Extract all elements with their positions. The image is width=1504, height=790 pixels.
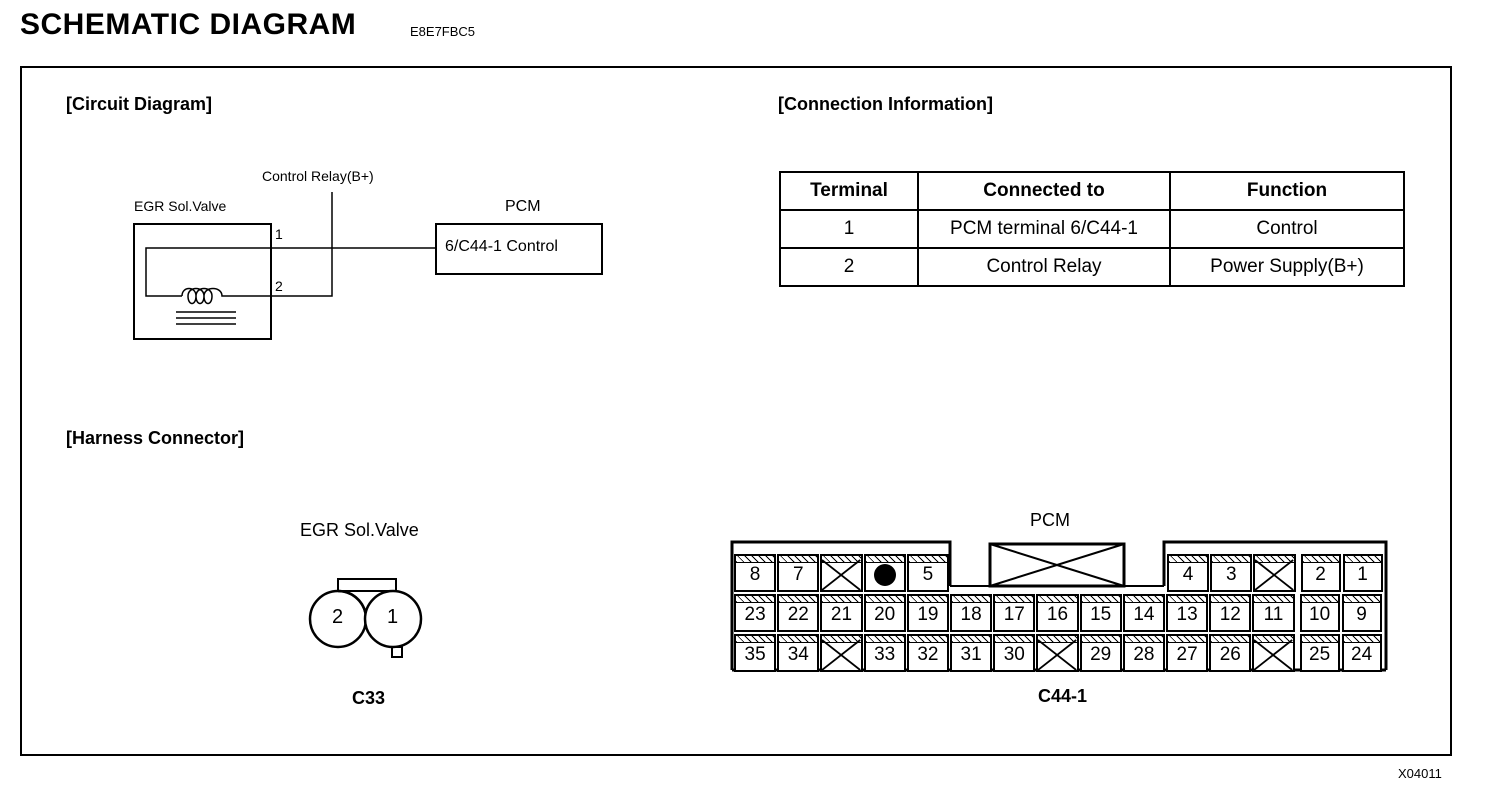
pcm-pin-cell: 25	[1299, 634, 1340, 672]
pcm-pin-cell: 13	[1166, 594, 1209, 632]
pin2-label: 2	[275, 278, 283, 294]
pcm-pin-cell: 26	[1209, 634, 1252, 672]
circuit-diagram	[133, 192, 603, 340]
connection-table: Terminal Connected to Function 1 PCM ter…	[779, 171, 1405, 287]
pcm-pin-cell: 35	[734, 634, 777, 672]
header-connected-to: Connected to	[917, 171, 1171, 211]
solenoid-coil-icon	[181, 287, 238, 305]
egr-internal-wire	[145, 247, 272, 297]
pcm-label: PCM	[505, 198, 541, 215]
egr-pin-1: 1	[387, 606, 399, 628]
pcm-box	[435, 223, 603, 275]
pcm-pin-cell: 7	[777, 554, 820, 592]
table-row: 1 PCM terminal 6/C44-1 Control	[779, 209, 1405, 249]
pcm-pin-unused	[820, 554, 863, 592]
pcm-pin-cell: 9	[1341, 594, 1382, 632]
pcm-pin-unused	[1253, 554, 1296, 592]
pcm-connector-id: C44-1	[1038, 686, 1088, 706]
cell-terminal: 1	[779, 209, 919, 249]
table-row: 2 Control Relay Power Supply(B+)	[779, 247, 1405, 287]
pcm-pin-cell: 3	[1210, 554, 1253, 592]
header-terminal: Terminal	[779, 171, 919, 211]
pcm-connector-label: PCM	[1030, 510, 1070, 530]
figure-code: X04011	[1398, 766, 1442, 781]
pcm-pin-cell: 23	[734, 594, 777, 632]
document-code: E8E7FBC5	[410, 24, 476, 39]
pcm-pin-cell: 34	[777, 634, 820, 672]
egr-connector-id: C33	[352, 688, 386, 708]
pcm-pin-cell: 32	[906, 634, 949, 672]
pcm-pin-cell: 15	[1079, 594, 1122, 632]
pcm-pin-cell: 31	[950, 634, 993, 672]
pcm-pin-cell: 17	[993, 594, 1036, 632]
pcm-pin-used-dot-icon	[863, 554, 906, 592]
table-header-row: Terminal Connected to Function	[779, 171, 1405, 211]
pcm-pin-cell: 28	[1122, 634, 1165, 672]
pcm-pin-cell: 29	[1079, 634, 1122, 672]
pcm-pin-cell: 20	[863, 594, 906, 632]
page-title: SCHEMATIC DIAGRAM	[20, 8, 357, 41]
egr-connector-icon	[308, 578, 423, 658]
pcm-pin-cell: 19	[906, 594, 949, 632]
cell-connected-to: PCM terminal 6/C44-1	[917, 209, 1171, 249]
pcm-pin-unused	[1252, 634, 1295, 672]
control-relay-label: Control Relay(B+)	[262, 168, 374, 184]
pcm-pin-cell: 5	[906, 554, 949, 592]
header-function: Function	[1169, 171, 1405, 211]
pcm-pin-cell: 1	[1342, 554, 1383, 592]
pcm-pin-cell: 30	[993, 634, 1036, 672]
pcm-pin-cell: 2	[1300, 554, 1341, 592]
pcm-pin-cell: 12	[1209, 594, 1252, 632]
pcm-pin-cell: 16	[1036, 594, 1079, 632]
pcm-pin-cell: 33	[863, 634, 906, 672]
pcm-pin-cell: 24	[1341, 634, 1382, 672]
pcm-pin-unused	[1036, 634, 1079, 672]
pcm-pin-cell: 10	[1299, 594, 1340, 632]
wire-pin2-to-relay	[272, 192, 333, 297]
pcm-pin-cell: 4	[1167, 554, 1210, 592]
cell-function: Control	[1169, 209, 1405, 249]
egr-valve-box	[133, 223, 272, 340]
cell-terminal: 2	[779, 247, 919, 287]
circuit-diagram-title: [Circuit Diagram]	[66, 94, 213, 114]
pcm-pin-cell: 8	[734, 554, 777, 592]
cell-connected-to: Control Relay	[917, 247, 1171, 287]
pcm-pin-cell: 11	[1252, 594, 1295, 632]
pcm-control-label: 6/C44-1 Control	[445, 238, 558, 255]
pcm-pin-cell: 14	[1122, 594, 1165, 632]
pcm-pin-unused	[820, 634, 863, 672]
pcm-pin-cell: 18	[950, 594, 993, 632]
harness-connector-title: [Harness Connector]	[66, 428, 245, 448]
diagram-frame: [Circuit Diagram] EGR Sol.Valve Control …	[20, 66, 1452, 756]
cell-function: Power Supply(B+)	[1169, 247, 1405, 287]
egr-pin-2: 2	[332, 606, 344, 628]
pcm-pin-cell: 21	[820, 594, 863, 632]
egr-valve-label: EGR Sol.Valve	[134, 198, 227, 214]
pcm-pin-cell: 27	[1166, 634, 1209, 672]
connection-info-title: [Connection Information]	[778, 94, 993, 114]
pin1-label: 1	[275, 226, 283, 242]
egr-connector-label: EGR Sol.Valve	[300, 520, 419, 540]
pcm-pin-cell: 22	[777, 594, 820, 632]
